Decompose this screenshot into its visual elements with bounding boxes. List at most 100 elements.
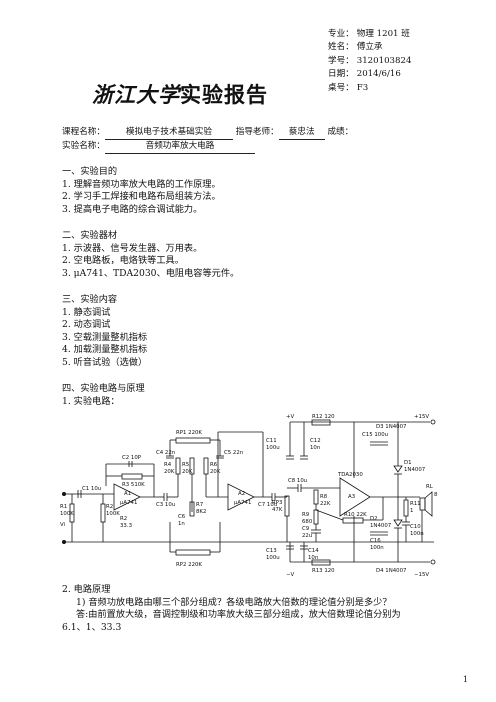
date-value: 2014/6/16 [356, 69, 401, 80]
name-value: 傅立承 [356, 42, 383, 53]
c12-value: 10n [310, 445, 320, 451]
d1-label: D1 [404, 460, 412, 466]
section-principle: 2. 电路原理 1) 音频功放电路由哪三个部分组成？各级电路放大倍数的理论值分别… [62, 584, 401, 634]
id-value: 3120103824 [356, 55, 412, 66]
d2-label: D2 [370, 516, 378, 522]
vi-label: Vi [60, 522, 65, 528]
r11-label: R11 [410, 501, 421, 507]
section-title: 三、实验内容 [62, 294, 118, 305]
list-item: 1. 示波器、信号发生器、万用表。 [62, 242, 203, 254]
r4-value: 20K [164, 469, 175, 475]
major-row: 专业： 物理 1201 班 [328, 28, 411, 41]
p15-label: +15V [414, 414, 429, 420]
list-item: 2. 动态调试 [62, 319, 111, 331]
a3-label: A3 [348, 494, 355, 500]
desk-label: 桌号： [328, 82, 354, 93]
c2-label: C2 10P [122, 455, 142, 461]
c1-label: C1 10u [82, 486, 101, 492]
student-info: 专业： 物理 1201 班 姓名： 傅立承 学号： 3120103824 日期：… [328, 28, 411, 95]
list-item: 3. 空载测量整机指标 [62, 331, 148, 343]
list-item: 3. μA741、TDA2030、电阻电容等元件。 [62, 267, 240, 279]
r1-label: R1 [60, 504, 67, 510]
name-label: 姓名： [328, 42, 354, 53]
r9-value: 680 [302, 519, 313, 525]
course-info: 课程名称：模拟电子技术基础实验 指导老师：蔡忠法 成绩： 实验名称：音频功率放大… [62, 126, 353, 154]
c7-label: C7 10u [258, 502, 277, 508]
r11-value: 1 [410, 508, 413, 514]
c6-value: 1n [178, 521, 185, 527]
id-row: 学号： 3120103824 [328, 55, 411, 68]
d2-value: 1N4007 [370, 523, 391, 529]
r8-label: R8 [320, 494, 328, 500]
r10-label: R10 22K [344, 512, 367, 518]
c10-label: C10 [410, 524, 421, 530]
section-title: 四、实验电路与原理 [62, 383, 145, 394]
rp3-label: RP3 [272, 500, 282, 506]
course-row: 课程名称：模拟电子技术基础实验 指导老师：蔡忠法 成绩： [62, 126, 353, 140]
report-title: 浙江大学实验报告 [92, 79, 268, 109]
section-equipment: 二、实验器材 1. 示波器、信号发生器、万用表。 2. 空电路板，电烙铁等工具。… [62, 230, 239, 280]
c11-value: 100u [266, 445, 280, 451]
c16-value: 100n [370, 545, 384, 551]
d3-label: D3 1N4007 [376, 424, 406, 430]
c13-label: C13 [266, 548, 277, 554]
r6-label: R6 [210, 462, 218, 468]
r12-label: R12 120 [312, 414, 335, 420]
a2-part: μA741 [234, 500, 251, 506]
id-label: 学号： [328, 55, 354, 66]
c14-value: 10n [308, 555, 318, 561]
c15-label: C15 100u [362, 432, 388, 438]
a3-part: TDA2030 [337, 472, 363, 478]
rp3-value: 47K [272, 507, 283, 513]
experiment-name: 音频功率放大电路 [104, 140, 255, 154]
c16-label: C16 [370, 538, 381, 544]
list-item: 2. 空电路板，电烙铁等工具。 [62, 255, 184, 267]
section-objectives: 一、实验目的 1. 理解音频功率放大电路的工作原理。 2. 学习手工焊接和电路布… [62, 166, 221, 216]
teacher-name: 蔡忠法 [278, 126, 325, 140]
a2-label: A2 [238, 491, 245, 497]
r8-value: 22K [320, 501, 331, 507]
course-label: 课程名称： [62, 127, 105, 137]
major-value: 物理 1201 班 [356, 29, 410, 39]
c3-label: C3 10u [156, 502, 175, 508]
r13-label: R13 120 [312, 568, 335, 574]
experiment-label: 实验名称： [62, 141, 105, 151]
section-title: 一、实验目的 [62, 166, 118, 177]
report-heading: 实验报告 [180, 83, 268, 107]
c12-label: C12 [310, 438, 321, 444]
d1-value: 1N4007 [404, 467, 425, 473]
desk-row: 桌号： F3 [328, 82, 411, 95]
circuit-diagram: C1 10u Vi R1 100K R2 100K R2 33.3 A1 μA7… [60, 414, 438, 578]
list-item: 3. 提高电子电路的综合调试能力。 [62, 203, 203, 215]
r2b-value: 33.3 [120, 523, 132, 529]
c9-value: 22u [302, 533, 312, 539]
rl-label: RL [426, 484, 433, 490]
c11-label: C11 [266, 438, 277, 444]
teacher-label: 指导老师： [235, 127, 279, 137]
section-circuit: 四、实验电路与原理 1. 实验电路： [62, 383, 145, 408]
answer-text-cont: 6.1、1、33.3 [62, 621, 122, 633]
list-item: 1. 静态调试 [62, 306, 111, 318]
r1-value: 100K [60, 511, 74, 517]
c14-label: C14 [308, 548, 319, 554]
r6-value: 20K [210, 469, 221, 475]
list-item: 5. 听音试验（选做） [62, 356, 148, 368]
list-item: 4. 加载测量整机指标 [62, 344, 148, 356]
r2-label: R2 [106, 504, 113, 510]
r2-value: 100K [106, 511, 120, 517]
vplus-label: +V [286, 414, 295, 420]
score-label: 成绩： [327, 127, 354, 137]
c5-label: C5 22n [224, 450, 243, 456]
rl-value: 8 [434, 492, 438, 498]
experiment-row: 实验名称：音频功率放大电路 [62, 140, 353, 154]
page-number: 1 [462, 675, 468, 684]
sub-heading: 2. 电路原理 [62, 584, 111, 595]
c10-value: 100n [410, 531, 424, 537]
a1-label: A1 [124, 491, 131, 497]
d4-label: D4 1N4007 [376, 568, 406, 574]
r7-value: 8K2 [196, 509, 206, 515]
list-item: 1. 理解音频功率放大电路的工作原理。 [62, 178, 221, 190]
rp1-label: RP1 220K [176, 430, 202, 436]
vminus-label: −V [286, 572, 295, 578]
m15-label: −15V [414, 572, 429, 578]
